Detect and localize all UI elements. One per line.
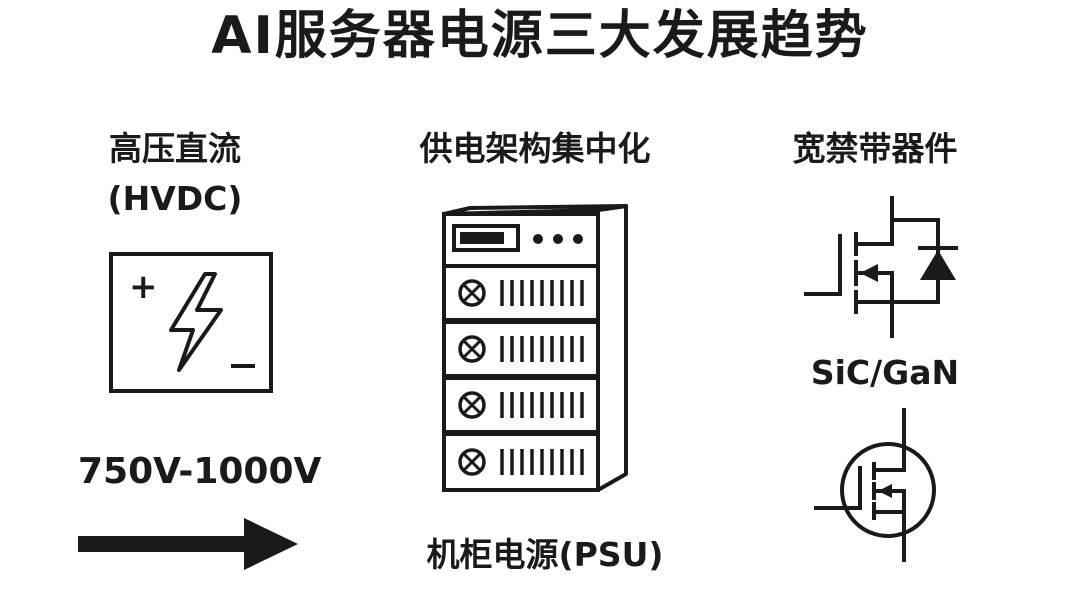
psu-module xyxy=(442,320,600,378)
mosfet-circle-symbol-icon xyxy=(814,408,936,562)
page-title: AI服务器电源三大发展趋势 xyxy=(211,6,869,66)
battery-lightning-icon: + xyxy=(109,252,273,393)
centralized-heading: 供电架构集中化 xyxy=(419,129,651,168)
psu-module xyxy=(442,432,600,492)
sic-gan-caption: SiC/GaN xyxy=(810,353,960,392)
psu-module xyxy=(442,264,600,322)
psu-module xyxy=(442,376,600,434)
rack-psu-caption: 机柜电源(PSU) xyxy=(426,535,664,574)
wbg-heading: 宽禁带器件 xyxy=(792,129,958,168)
battery-plus-sign: + xyxy=(129,267,158,307)
voltage-range: 750V-1000V xyxy=(78,451,322,492)
hvdc-heading: 高压直流 xyxy=(109,129,241,168)
arrow-right-icon xyxy=(78,518,298,570)
server-rack-icon xyxy=(442,204,628,492)
mosfet-diode-symbol-icon xyxy=(804,196,958,338)
hvdc-subheading: (HVDC) xyxy=(107,179,243,218)
lightning-bolt-icon xyxy=(169,272,223,372)
